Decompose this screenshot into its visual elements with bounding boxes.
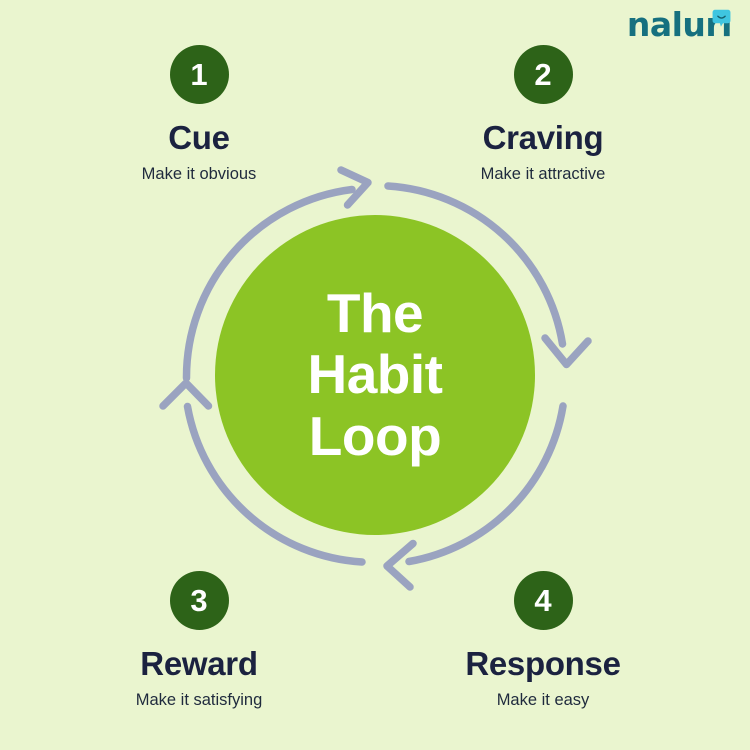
step-number-badge-3: 3 [169, 571, 229, 630]
arc-craving-to-response [384, 182, 567, 348]
arrowhead-bottom [383, 539, 417, 591]
step-title-cue: Cue [168, 119, 230, 156]
center-title: The Habit Loop [307, 281, 444, 467]
smiling-speech-bubble-icon [712, 9, 731, 27]
arc-cue-to-craving [182, 185, 356, 382]
step-title-reward: Reward [140, 645, 258, 682]
step-number-badge-1: 1 [169, 45, 229, 104]
step-reward: 3 Reward Make it satisfying [59, 571, 339, 710]
center-circle: The Habit Loop [215, 215, 535, 535]
arrowhead-right [541, 334, 592, 369]
step-cue: 1 Cue Make it obvious [59, 45, 339, 184]
arrowhead-top [337, 166, 372, 209]
step-subtitle-craving: Make it attractive [480, 164, 606, 183]
step-number-badge-2: 2 [513, 45, 573, 104]
step-title-craving: Craving [482, 119, 604, 156]
step-subtitle-cue: Make it obvious [141, 164, 257, 183]
step-title-response: Response [465, 645, 621, 682]
step-subtitle-response: Make it easy [496, 690, 590, 709]
step-response: 4 Response Make it easy [403, 571, 683, 710]
arrowhead-left [159, 379, 213, 410]
step-craving: 2 Craving Make it attractive [403, 45, 683, 184]
arc-response-to-reward [405, 402, 567, 566]
naluri-logo: naluri [627, 8, 733, 41]
step-number-badge-4: 4 [513, 571, 573, 630]
step-subtitle-reward: Make it satisfying [135, 690, 263, 709]
arc-reward-to-cue [183, 402, 366, 566]
